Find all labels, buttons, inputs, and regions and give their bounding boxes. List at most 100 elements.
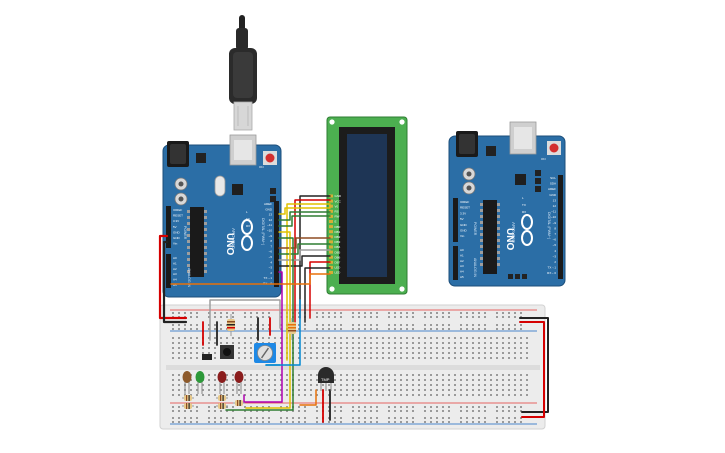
breadboard-hole[interactable] bbox=[412, 347, 414, 349]
breadboard-hole[interactable] bbox=[508, 374, 510, 376]
breadboard-hole[interactable] bbox=[382, 384, 384, 386]
resistors-bottom[interactable] bbox=[182, 395, 245, 409]
breadboard-hole[interactable] bbox=[238, 384, 240, 386]
breadboard-hole[interactable] bbox=[340, 352, 342, 354]
breadboard-hole[interactable] bbox=[490, 374, 492, 376]
breadboard-hole[interactable] bbox=[454, 342, 456, 344]
breadboard-hole[interactable] bbox=[232, 406, 234, 408]
breadboard-hole[interactable] bbox=[316, 316, 318, 318]
lcd-pin[interactable] bbox=[329, 271, 333, 274]
breadboard-hole[interactable] bbox=[244, 374, 246, 376]
breadboard-hole[interactable] bbox=[190, 357, 192, 359]
breadboard-hole[interactable] bbox=[208, 328, 210, 330]
breadboard-hole[interactable] bbox=[496, 379, 498, 381]
breadboard-hole[interactable] bbox=[328, 394, 330, 396]
breadboard-hole[interactable] bbox=[418, 394, 420, 396]
breadboard-hole[interactable] bbox=[346, 337, 348, 339]
breadboard-hole[interactable] bbox=[226, 312, 228, 314]
breadboard-hole[interactable] bbox=[520, 410, 522, 412]
breadboard-hole[interactable] bbox=[196, 406, 198, 408]
breadboard-hole[interactable] bbox=[340, 347, 342, 349]
breadboard-hole[interactable] bbox=[172, 328, 174, 330]
wire-lcd-gnd[interactable] bbox=[299, 195, 331, 319]
breadboard-hole[interactable] bbox=[244, 421, 246, 423]
breadboard-hole[interactable] bbox=[208, 312, 210, 314]
breadboard-hole[interactable] bbox=[340, 394, 342, 396]
breadboard-hole[interactable] bbox=[280, 324, 282, 326]
breadboard-hole[interactable] bbox=[334, 410, 336, 412]
breadboard-hole[interactable] bbox=[358, 328, 360, 330]
breadboard-hole[interactable] bbox=[424, 384, 426, 386]
breadboard-hole[interactable] bbox=[232, 394, 234, 396]
breadboard-hole[interactable] bbox=[376, 347, 378, 349]
breadboard-hole[interactable] bbox=[466, 421, 468, 423]
breadboard-hole[interactable] bbox=[364, 421, 366, 423]
breadboard-hole[interactable] bbox=[376, 357, 378, 359]
breadboard-hole[interactable] bbox=[400, 312, 402, 314]
breadboard-hole[interactable] bbox=[358, 406, 360, 408]
breadboard-hole[interactable] bbox=[334, 406, 336, 408]
breadboard-hole[interactable] bbox=[262, 379, 264, 381]
breadboard-hole[interactable] bbox=[478, 389, 480, 391]
breadboard-hole[interactable] bbox=[370, 342, 372, 344]
breadboard-hole[interactable] bbox=[244, 312, 246, 314]
breadboard-hole[interactable] bbox=[424, 342, 426, 344]
breadboard-hole[interactable] bbox=[226, 417, 228, 419]
breadboard-hole[interactable] bbox=[328, 324, 330, 326]
breadboard-hole[interactable] bbox=[466, 374, 468, 376]
breadboard-hole[interactable] bbox=[502, 410, 504, 412]
breadboard-hole[interactable] bbox=[406, 406, 408, 408]
breadboard-hole[interactable] bbox=[220, 328, 222, 330]
breadboard-hole[interactable] bbox=[400, 421, 402, 423]
breadboard-hole[interactable] bbox=[406, 379, 408, 381]
breadboard-hole[interactable] bbox=[436, 379, 438, 381]
breadboard-hole[interactable] bbox=[196, 342, 198, 344]
breadboard-hole[interactable] bbox=[394, 421, 396, 423]
breadboard-hole[interactable] bbox=[460, 357, 462, 359]
breadboard-hole[interactable] bbox=[190, 379, 192, 381]
breadboard-hole[interactable] bbox=[352, 374, 354, 376]
breadboard-hole[interactable] bbox=[220, 316, 222, 318]
breadboard-hole[interactable] bbox=[430, 337, 432, 339]
breadboard-hole[interactable] bbox=[406, 357, 408, 359]
breadboard-hole[interactable] bbox=[460, 384, 462, 386]
wire-lcd-db5[interactable] bbox=[278, 243, 331, 255]
breadboard-hole[interactable] bbox=[232, 410, 234, 412]
breadboard-hole[interactable] bbox=[196, 347, 198, 349]
breadboard-hole[interactable] bbox=[298, 312, 300, 314]
breadboard-hole[interactable] bbox=[310, 337, 312, 339]
breadboard-hole[interactable] bbox=[466, 417, 468, 419]
breadboard-hole[interactable] bbox=[466, 312, 468, 314]
breadboard-hole[interactable] bbox=[496, 357, 498, 359]
breadboard-hole[interactable] bbox=[172, 324, 174, 326]
breadboard-hole[interactable] bbox=[472, 417, 474, 419]
breadboard-hole[interactable] bbox=[250, 410, 252, 412]
breadboard-hole[interactable] bbox=[172, 352, 174, 354]
breadboard-hole[interactable] bbox=[280, 357, 282, 359]
breadboard-hole[interactable] bbox=[460, 389, 462, 391]
lcd-pin[interactable] bbox=[329, 204, 333, 208]
breadboard-hole[interactable] bbox=[346, 352, 348, 354]
breadboard-hole[interactable] bbox=[334, 374, 336, 376]
breadboard-hole[interactable] bbox=[478, 324, 480, 326]
breadboard-hole[interactable] bbox=[268, 316, 270, 318]
breadboard-hole[interactable] bbox=[442, 324, 444, 326]
breadboard-hole[interactable] bbox=[184, 347, 186, 349]
breadboard-hole[interactable] bbox=[394, 406, 396, 408]
breadboard-hole[interactable] bbox=[388, 410, 390, 412]
breadboard-hole[interactable] bbox=[178, 384, 180, 386]
breadboard-hole[interactable] bbox=[484, 410, 486, 412]
breadboard-hole[interactable] bbox=[292, 410, 294, 412]
breadboard-hole[interactable] bbox=[490, 357, 492, 359]
breadboard-hole[interactable] bbox=[478, 312, 480, 314]
breadboard-hole[interactable] bbox=[520, 312, 522, 314]
breadboard-hole[interactable] bbox=[268, 384, 270, 386]
arduino-left-power-header[interactable] bbox=[166, 206, 171, 248]
breadboard-hole[interactable] bbox=[226, 384, 228, 386]
breadboard-hole[interactable] bbox=[472, 374, 474, 376]
breadboard-hole[interactable] bbox=[298, 389, 300, 391]
breadboard-hole[interactable] bbox=[394, 342, 396, 344]
breadboard-hole[interactable] bbox=[334, 421, 336, 423]
breadboard-hole[interactable] bbox=[178, 406, 180, 408]
breadboard-hole[interactable] bbox=[430, 374, 432, 376]
